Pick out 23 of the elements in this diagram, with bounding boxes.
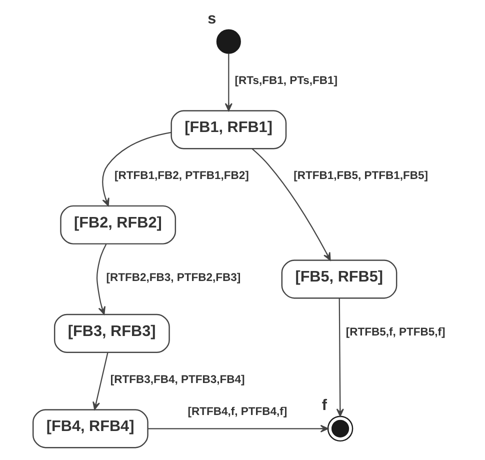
edge-label: [RTFB1,FB5, PTFB1,FB5] (293, 170, 428, 182)
arrow (92, 352, 108, 410)
arrow (251, 148, 330, 261)
node-box: [FB3, RFB3] (53, 314, 170, 353)
node-box: [FB2, RFB2] (60, 205, 176, 244)
edge-label: [RTFB1,FB2, PTFB1,FB2] (114, 170, 248, 182)
edge-label: [RTFB3,FB4, PTFB3,FB4] (110, 374, 244, 386)
node-label: s (207, 10, 216, 28)
edge-label: [RTFB4,f, PTFB4,f] (187, 406, 287, 418)
arrow (148, 424, 328, 432)
arrow (96, 244, 106, 315)
edge-label: [RTFB5,f, PTFB5,f] (345, 326, 445, 338)
node-bullseye (326, 416, 353, 442)
arrow (224, 54, 232, 112)
arrow (336, 298, 344, 417)
node-box: [FB4, RFB4] (32, 409, 148, 448)
node-box: [FB5, RFB5] (280, 260, 397, 299)
node-circle (216, 29, 240, 54)
node-label: f (321, 397, 326, 414)
edge-label: [RTs,FB1, PTs,FB1] (234, 74, 338, 87)
edge-label: [RTFB2,FB3, PTFB2,FB3] (106, 272, 240, 284)
node-box: [FB1, RFB1] (170, 110, 286, 150)
arrow (102, 132, 171, 206)
